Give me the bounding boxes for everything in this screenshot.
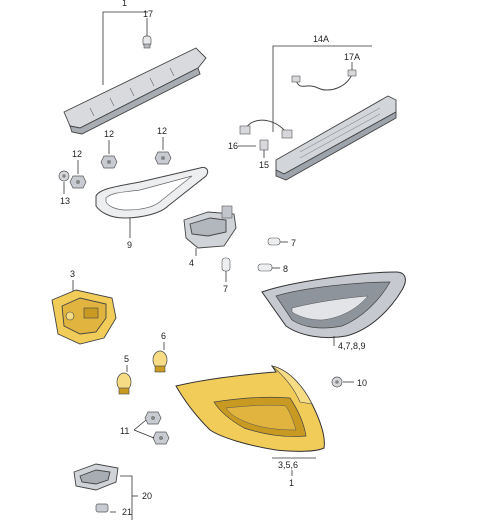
bulb-8 <box>257 263 273 272</box>
screw-10 <box>331 376 343 388</box>
nut-11a <box>144 411 162 425</box>
callout-4789-label: 4,7,8,9 <box>338 341 366 351</box>
callout-15-label: 15 <box>259 160 269 170</box>
bulb-7b <box>221 257 231 272</box>
third-brake-light <box>275 95 397 181</box>
callout-top-label: 1 <box>122 0 127 8</box>
nut-12c <box>69 175 87 189</box>
nut-11b <box>152 431 170 445</box>
callout-12a-label: 12 <box>104 129 114 139</box>
callout-12c-label: 12 <box>72 149 82 159</box>
clip-21 <box>95 503 109 513</box>
clip-15 <box>259 139 269 151</box>
leader-line-top <box>102 11 148 85</box>
washer-13 <box>58 170 70 182</box>
gasket-9 <box>95 167 209 219</box>
connector-16 <box>239 119 293 139</box>
bulb-5 <box>116 372 132 395</box>
bulb-carrier-3 <box>51 289 117 345</box>
leader-line-20 <box>120 475 133 520</box>
bulb-holder-bracket-4 <box>183 205 237 249</box>
callout-7b-label: 7 <box>223 284 228 294</box>
callout-12b-label: 12 <box>157 126 167 136</box>
callout-21-label: 21 <box>122 507 132 517</box>
callout-8-label: 8 <box>283 264 288 274</box>
nut-12b <box>154 151 172 165</box>
lid-trim-strip <box>63 47 207 135</box>
callout-11-label: 11 <box>120 426 129 436</box>
connector-20 <box>73 463 119 491</box>
wiring-harness-17a <box>291 69 357 91</box>
callout-17a-label: 17A <box>344 52 360 62</box>
callout-7a-label: 7 <box>291 238 296 248</box>
callout-356-label: 3,5,6 <box>278 460 298 470</box>
callout-3-label: 3 <box>70 269 75 279</box>
callout-13-label: 13 <box>60 196 70 206</box>
callout-20-label: 20 <box>142 491 152 501</box>
leader-line-11a <box>133 419 147 431</box>
callout-5-label: 5 <box>124 354 129 364</box>
callout-1-label: 1 <box>289 478 294 488</box>
callout-4-label: 4 <box>189 258 194 268</box>
leader-line-14a <box>272 45 372 52</box>
tail-light-assembly-1 <box>175 365 325 452</box>
inner-tail-light <box>261 271 406 339</box>
bulb-6 <box>152 350 168 373</box>
bulb-7a <box>267 237 281 246</box>
callout-14a-label: 14A <box>313 34 329 44</box>
nut-12a <box>100 155 118 169</box>
callout-10-label: 10 <box>357 378 367 388</box>
callout-9-label: 9 <box>127 240 132 250</box>
leader-line-11b <box>133 429 155 439</box>
callout-17-label: 17 <box>143 9 153 19</box>
bulb-17 <box>142 35 152 49</box>
callout-16-label: 16 <box>228 141 238 151</box>
callout-6-label: 6 <box>161 331 166 341</box>
